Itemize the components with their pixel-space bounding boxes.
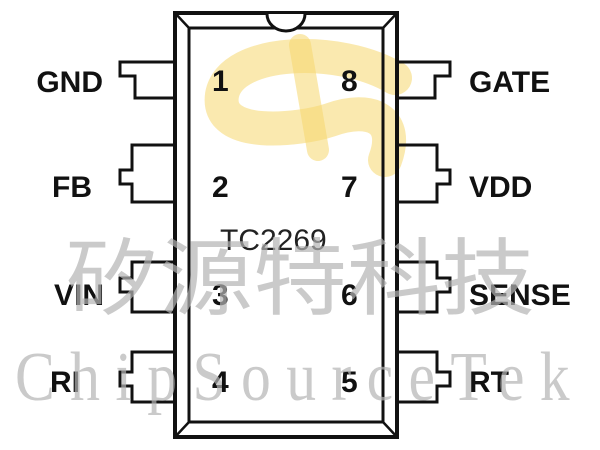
pin-name-gate: GATE xyxy=(469,66,550,99)
watermark-english: ChipSourceTek xyxy=(15,339,585,416)
pin-name-vdd: VDD xyxy=(469,171,532,204)
pin-name-gnd: GND xyxy=(36,66,103,99)
pin-name-ri: RI xyxy=(50,366,80,399)
pin1-notch xyxy=(265,13,307,33)
pin-leg-7 xyxy=(397,143,452,204)
pin-leg-3 xyxy=(118,260,175,314)
pin-leg-1 xyxy=(118,60,175,100)
pin-number-4: 4 xyxy=(212,366,229,399)
pin-number-3: 3 xyxy=(212,279,229,312)
pin-name-vin: VIN xyxy=(54,279,104,312)
part-number: TC2269 xyxy=(220,224,327,257)
pin-number-6: 6 xyxy=(341,279,358,312)
pin-number-5: 5 xyxy=(341,366,358,399)
pin-number-7: 7 xyxy=(341,171,358,204)
pin-name-fb: FB xyxy=(52,171,92,204)
pin-name-rt: RT xyxy=(469,366,509,399)
pin-leg-8 xyxy=(397,60,452,100)
left-pin-legs xyxy=(118,60,175,404)
logo-watermark xyxy=(204,34,412,177)
pin-number-2: 2 xyxy=(212,171,229,204)
pin-number-8: 8 xyxy=(341,65,358,98)
right-pin-legs xyxy=(397,60,452,404)
pin-leg-5 xyxy=(397,350,452,404)
pin-name-sense: SENSE xyxy=(469,279,571,312)
pin-leg-4 xyxy=(118,350,175,404)
pin-leg-2 xyxy=(118,143,175,204)
watermark-chinese: 矽源特科技 xyxy=(65,230,535,328)
pin-number-1: 1 xyxy=(212,65,229,98)
pin-leg-6 xyxy=(397,260,452,314)
